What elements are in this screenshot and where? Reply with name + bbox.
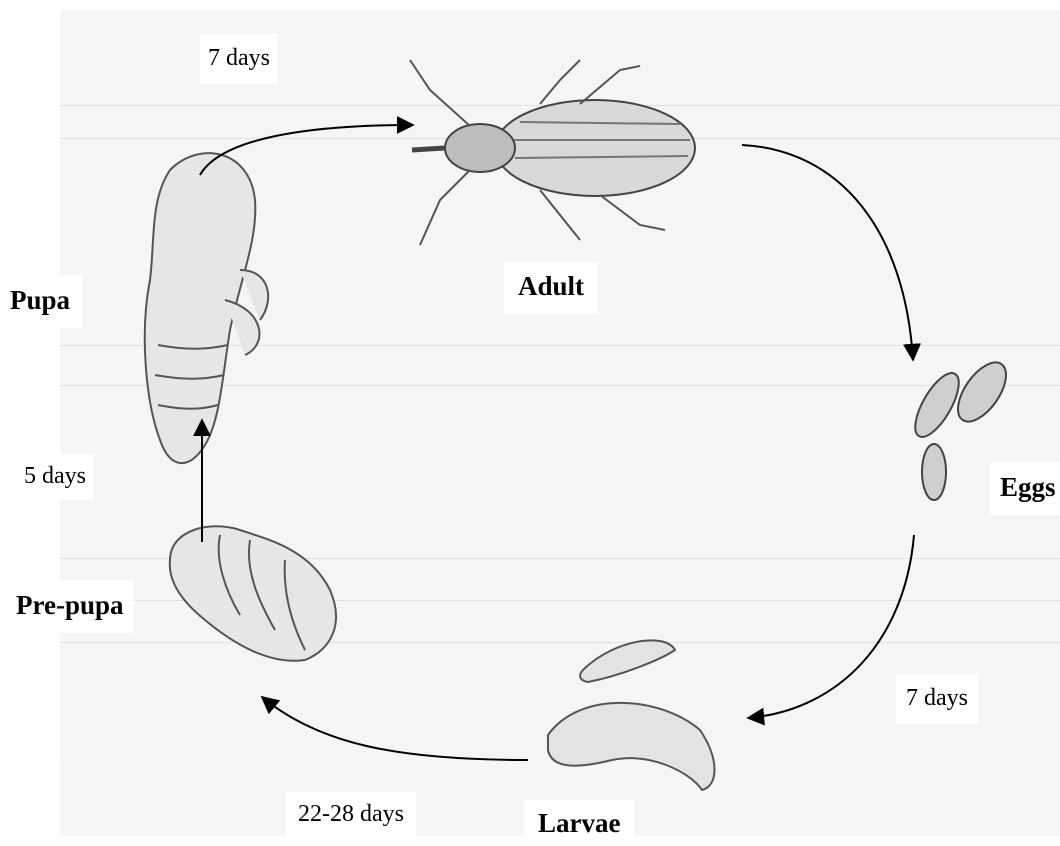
arrow-larvae-to-prepupa: [262, 697, 528, 760]
stage-label-eggs: Eggs: [990, 462, 1060, 515]
stage-label-prepupa: Pre-pupa: [0, 580, 134, 633]
stage-label-adult: Adult: [504, 262, 598, 314]
duration-label-larvae-to-prepupa: 22-28 days: [286, 792, 416, 842]
duration-label-pupa-to-adult: 7 days: [200, 34, 278, 84]
duration-label-eggs-to-larvae: 7 days: [896, 674, 978, 724]
stage-label-larvae: Larvae: [524, 800, 634, 846]
stage-label-pupa: Pupa: [0, 275, 82, 328]
larvae-illustration: [548, 640, 715, 790]
prepupa-illustration: [170, 526, 336, 661]
arrow-eggs-to-larvae: [748, 535, 914, 718]
adult-weevil-illustration: [410, 60, 695, 245]
pupa-illustration: [145, 153, 268, 463]
cycle-arrows: [200, 125, 914, 760]
arrow-adult-to-eggs: [742, 145, 913, 360]
duration-label-prepupa-to-pupa: 5 days: [16, 454, 94, 500]
